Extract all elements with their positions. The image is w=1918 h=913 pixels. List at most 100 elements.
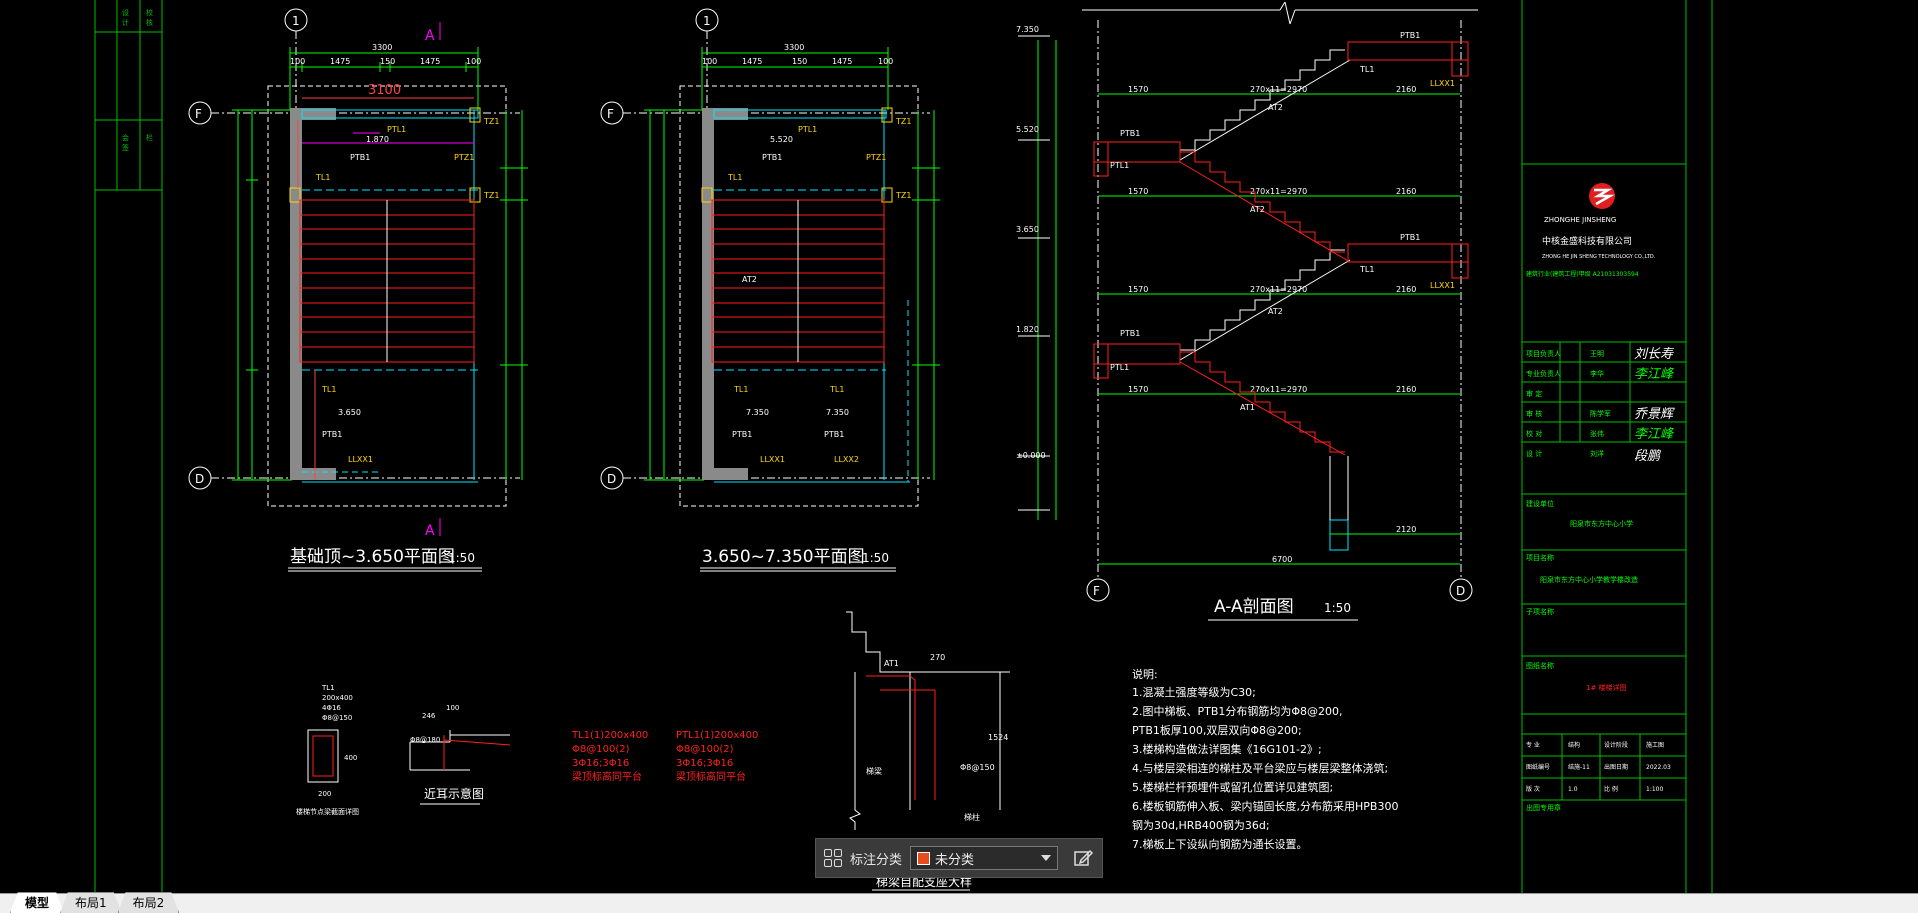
svg-text:1475: 1475 [330,57,350,66]
svg-text:1475: 1475 [832,57,852,66]
svg-text:核: 核 [146,18,153,27]
svg-text:PTL1: PTL1 [798,125,817,134]
tb-sheet-value: 1# 楼梯详图 [1586,683,1627,692]
tb-foot-1-2: 出图日期 [1604,763,1628,771]
ptl1-spec-2: Φ8@100(2) [676,744,734,755]
tb-row-v-3: 陈学军 [1590,409,1611,418]
svg-text:栏: 栏 [146,133,153,142]
svg-text:PTB1: PTB1 [1400,233,1420,242]
chevron-down-icon [1041,855,1052,861]
tb-sheet-label: 图纸名称 [1526,661,1554,670]
note-3: PTB1板厚100,双层双向Φ8@200; [1132,723,1302,737]
svg-text:校: 校 [146,8,153,17]
svg-text:1570: 1570 [1128,85,1148,94]
svg-text:PTB1: PTB1 [762,153,782,162]
grid-menu-icon[interactable] [824,849,842,867]
svg-text:270x11=2970: 270x11=2970 [1250,385,1307,394]
svg-text:1524: 1524 [988,733,1008,742]
plan2-axis-f: F [607,107,614,121]
tb-signature-3: 乔景辉 [1634,407,1675,422]
svg-text:LLXX1: LLXX1 [760,455,785,464]
svg-text:200x400: 200x400 [322,694,353,702]
svg-text:1570: 1570 [1128,385,1148,394]
plan1-red-dim: 3100 [368,83,401,98]
svg-text:会: 会 [122,133,129,142]
plan2-scale: 1:50 [862,551,889,565]
note-8: 钢为30d,HRB400钢为36d; [1132,819,1270,832]
svg-text:2160: 2160 [1396,285,1416,294]
svg-text:AT2: AT2 [1268,103,1283,112]
plan2-title: 3.650~7.350平面图 [702,547,865,567]
svg-text:1.870: 1.870 [366,135,389,144]
svg-text:PTL1: PTL1 [1110,161,1129,170]
ptl1-spec-3: 3Φ16;3Φ16 [676,758,733,769]
svg-text:7.350: 7.350 [826,408,849,417]
tab-layout1[interactable]: 布局1 [60,892,122,913]
svg-text:LLXX2: LLXX2 [834,455,859,464]
tb-foot-1-1: 结施-11 [1568,763,1590,771]
svg-text:PTB1: PTB1 [732,430,752,439]
svg-text:246: 246 [422,712,436,720]
tl1-spec-4: 梁顶标高同平台 [572,770,642,783]
section-axis-d: D [1456,584,1465,598]
plan2-dim-total: 3300 [784,43,804,52]
svg-text:1570: 1570 [1128,285,1148,294]
svg-text:TL1: TL1 [829,385,844,394]
tb-signature-0: 刘长寿 [1634,347,1675,362]
svg-text:4Φ16: 4Φ16 [322,704,341,712]
company-cert: 建筑行业(建筑工程)甲级 A21031303594 [1526,270,1639,278]
plan1-axis-f: F [195,107,202,121]
section-axis-f: F [1093,584,1100,598]
svg-text:TZ1: TZ1 [895,191,911,200]
note-7: 6.楼板钢筋伸入板、梁内锚固长度,分布筋采用HPB300 [1132,799,1398,813]
left-frame [94,0,163,893]
tab-model[interactable]: 模型 [10,892,64,913]
svg-text:3.650: 3.650 [1016,225,1039,234]
company-logo-icon [1589,183,1615,209]
notes: 说明: 1.混凝土强度等级为C30; 2.图中梯板、PTB1分布钢筋均为Φ8@2… [1132,667,1398,851]
svg-text:2120: 2120 [1396,525,1416,534]
svg-text:TZ1: TZ1 [895,117,911,126]
svg-text:1475: 1475 [742,57,762,66]
tb-row-v-0: 王明 [1590,350,1604,358]
tab-layout2[interactable]: 布局2 [118,892,180,913]
tb-foot-0-3: 施工图 [1646,741,1664,749]
note-4: 3.楼梯构造做法详图集《16G101-2》; [1132,742,1322,756]
plan1-title: 基础顶~3.650平面图 [290,547,455,567]
svg-text:签: 签 [122,143,129,152]
tb-name-value: 阳泉市东方中心小学教学楼改造 [1540,575,1638,584]
tb-signature-5: 段鹏 [1634,449,1662,464]
annotation-toolbar: 标注分类 未分类 [815,838,1103,878]
tb-project-label: 建设单位 [1526,499,1554,508]
plan1-section-a-bot: A [425,523,435,539]
annotation-category-select[interactable]: 未分类 [910,846,1059,870]
svg-text:TZ1: TZ1 [483,117,499,126]
cad-drawing: 设计 校核 会签 栏 [94,0,1713,893]
plan2-axis-1: 1 [703,14,711,28]
svg-text:270: 270 [930,653,945,662]
svg-text:PTB1: PTB1 [350,153,370,162]
svg-text:AT2: AT2 [1250,205,1265,214]
plan1-axis-d: D [195,472,204,486]
plan1-dim-total: 3300 [372,43,392,52]
svg-text:200: 200 [318,790,331,798]
edit-icon[interactable] [1072,847,1094,869]
svg-text:TZ1: TZ1 [483,191,499,200]
svg-text:±0.000: ±0.000 [1016,451,1046,460]
svg-text:400: 400 [344,754,357,762]
note-1: 1.混凝土强度等级为C30; [1132,685,1256,699]
svg-text:5.520: 5.520 [1016,125,1039,134]
svg-text:TL1: TL1 [321,684,335,692]
cad-canvas[interactable]: 设计 校核 会签 栏 [0,0,1918,893]
note-6: 5.楼梯栏杆预埋件或留孔位置详见建筑图; [1132,780,1333,794]
svg-text:100: 100 [878,57,893,66]
svg-text:Φ8@180: Φ8@180 [410,736,440,744]
note-9: 7.梯板上下设纵向钢筋为通长设置。 [1132,837,1308,851]
tb-signature-1: 李江峰 [1634,367,1674,382]
svg-text:150: 150 [380,57,395,66]
section-scale: 1:50 [1324,601,1351,615]
svg-text:1.820: 1.820 [1016,325,1039,334]
